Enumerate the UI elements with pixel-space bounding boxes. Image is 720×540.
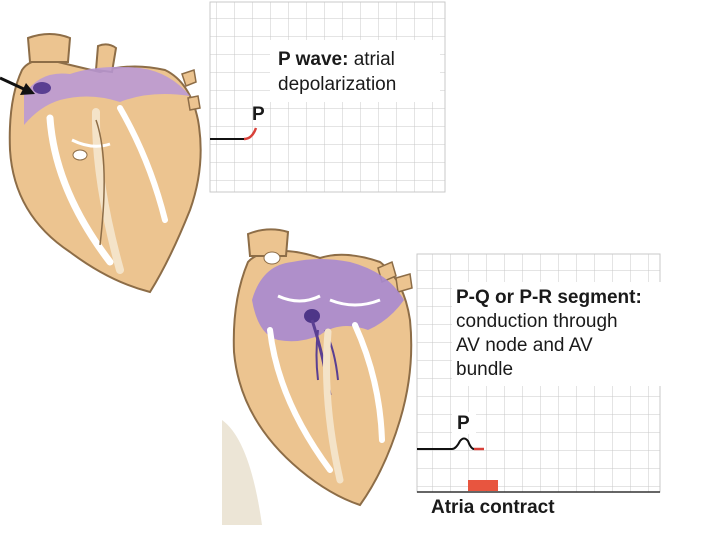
- pr-segment-line2: AV node and AV: [456, 335, 593, 356]
- p-wave-title: P wave: atrial: [278, 48, 395, 72]
- p-wave-title-rest: atrial: [348, 49, 395, 70]
- beige-corner: [222, 420, 262, 525]
- pr-segment-line1: conduction through: [456, 311, 618, 332]
- p-wave-label-top: P: [252, 104, 265, 125]
- ecg-grid-bottom: [416, 253, 707, 493]
- atria-contract-bar: [468, 480, 498, 491]
- p-wave-title-line2: depolarization: [278, 74, 397, 95]
- p-wave-label-bottom: P: [457, 413, 470, 434]
- ecg-trace-bottom: [417, 437, 484, 451]
- ecg-grid-top: [209, 1, 446, 193]
- pr-segment-title: P-Q or P-R segment:: [456, 287, 642, 308]
- heart-top: [8, 33, 202, 294]
- ecg-trace-top: [210, 127, 258, 141]
- heart-bottom: [232, 228, 413, 507]
- arrow-icon: [0, 76, 35, 95]
- atria-contract-caption: Atria contract: [431, 497, 555, 518]
- pr-segment-line3: bundle: [456, 359, 514, 380]
- p-wave-title-bold: P wave:: [278, 49, 349, 70]
